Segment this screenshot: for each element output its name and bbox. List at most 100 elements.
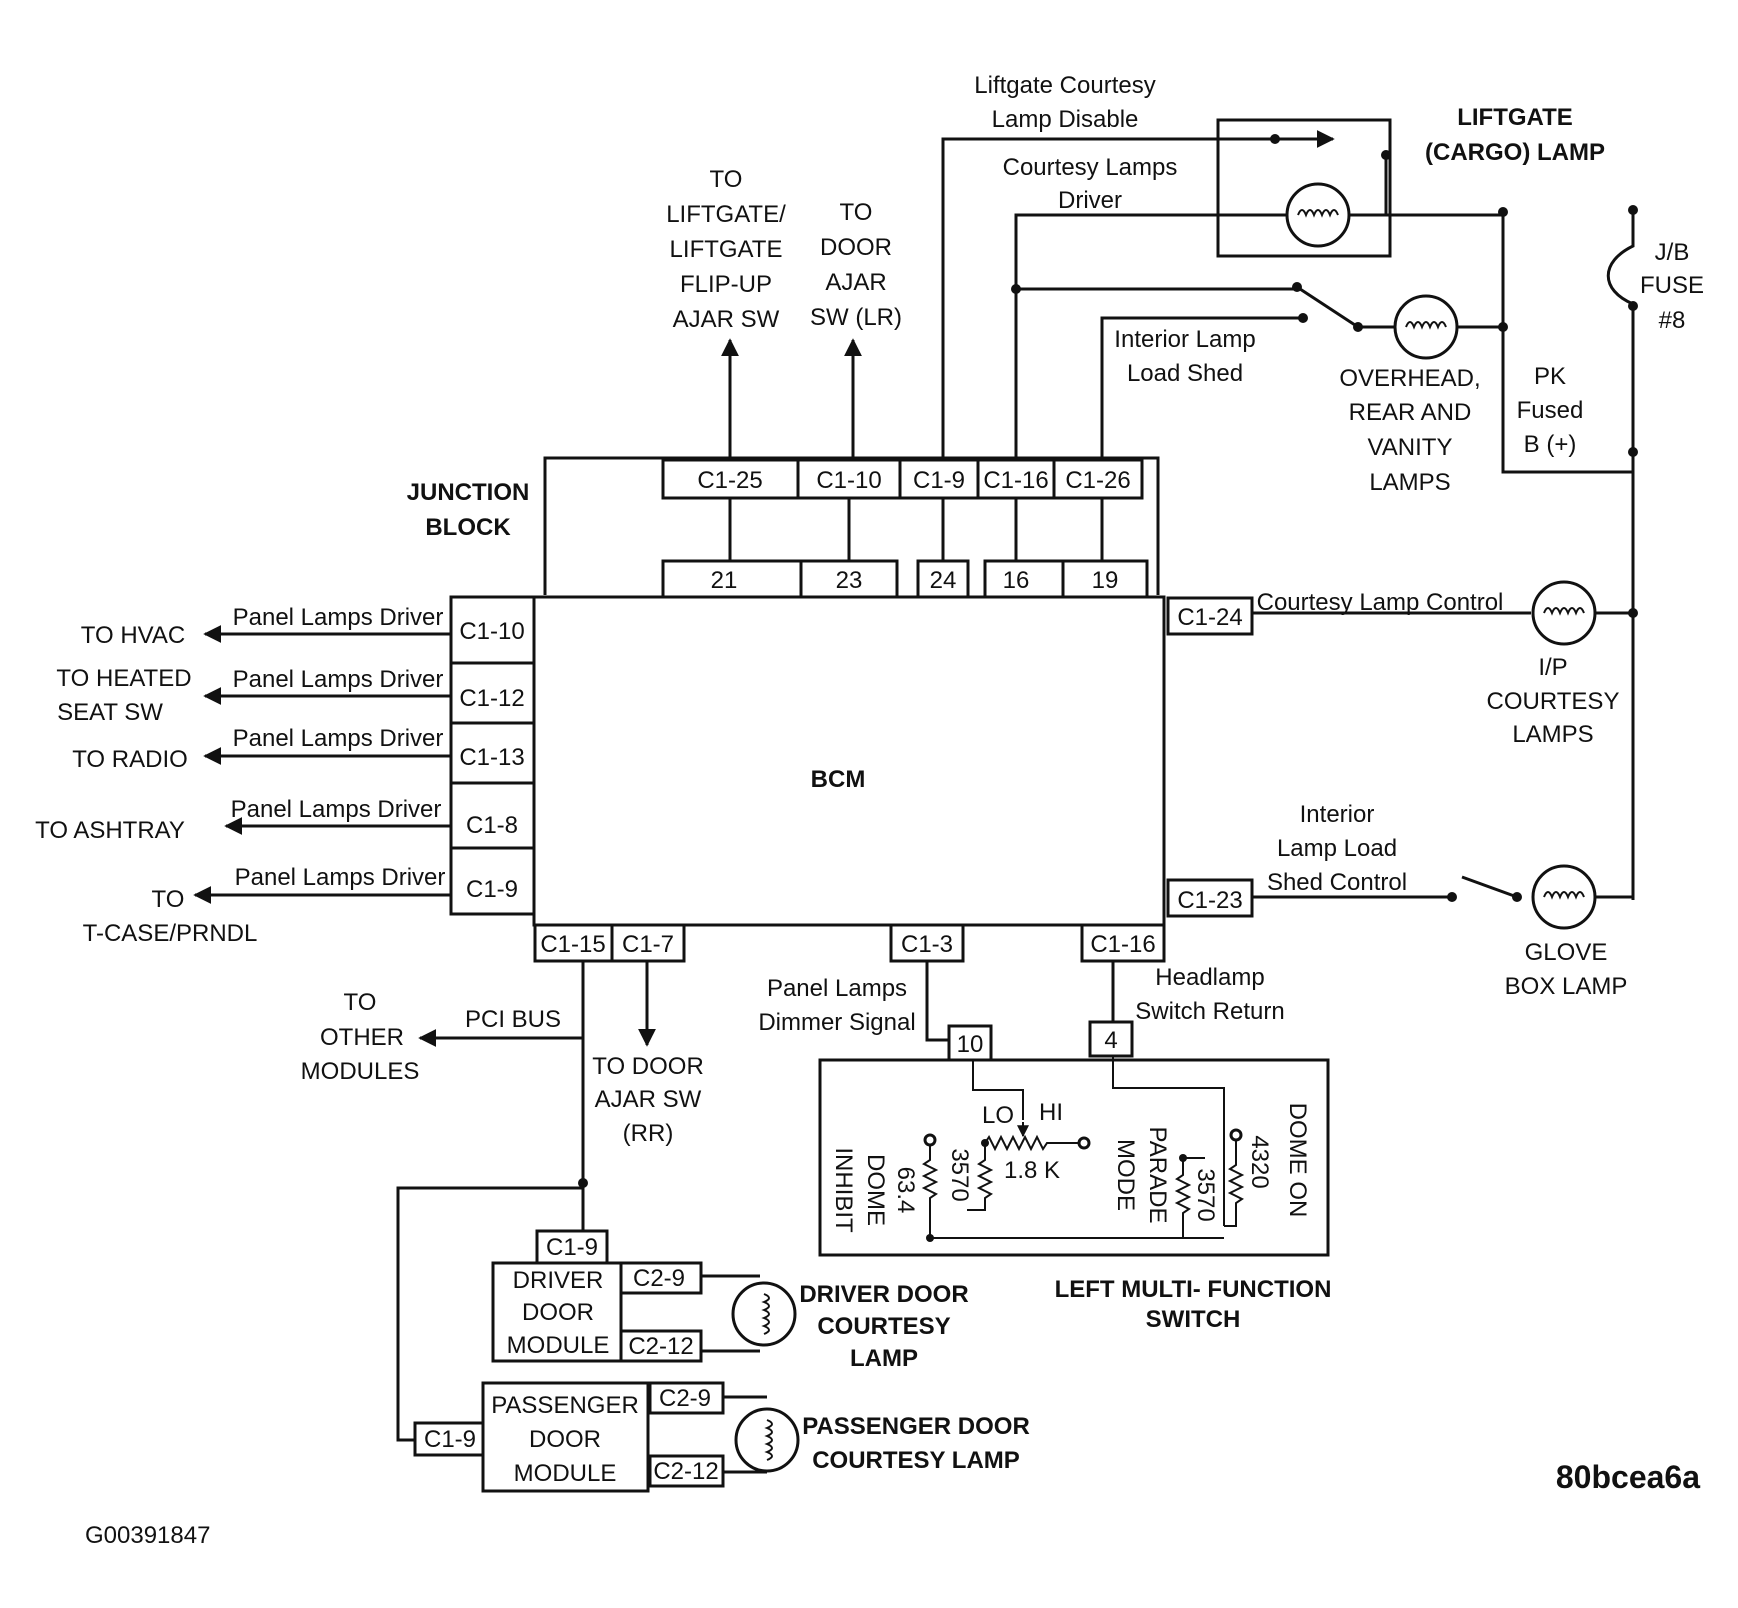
to-liftgate-ajar-label: TO LIFTGATE/ LIFTGATE FLIP-UP AJAR SW (666, 166, 786, 333)
svg-text:LIFTGATE: LIFTGATE (670, 236, 783, 263)
pk-fused-label-3: B (+) (1524, 431, 1577, 458)
passenger-c29-label: C2-9 (659, 1385, 711, 1412)
conn-bottom-label-2: C1-7 (622, 931, 674, 958)
node (1011, 284, 1021, 294)
pin-label-3: 24 (930, 567, 957, 594)
conn-left-label-3: C1-13 (459, 744, 524, 771)
wire-courtesy-driver (1014, 213, 1287, 460)
conn-left-label-5: C1-9 (466, 876, 518, 903)
ip-courtesy-bulb (1531, 580, 1597, 646)
panel-dimmer-label-2: Dimmer Signal (758, 1009, 915, 1036)
lamp-filament-icon (761, 1293, 770, 1335)
resistor-1-8k-label: 1.8 K (1004, 1157, 1060, 1184)
switch-pin-10-label: 10 (957, 1031, 984, 1058)
pin-label-1: 21 (711, 567, 738, 594)
driver-c212 (619, 1329, 703, 1363)
node (1447, 892, 1457, 902)
to-tcase-label: TO (152, 886, 185, 913)
liftgate-lamp-box (1216, 118, 1392, 258)
hi-label: HI (1039, 1099, 1063, 1126)
driver-module-label: DRIVER (513, 1267, 604, 1294)
svg-text:AJAR SW: AJAR SW (673, 306, 780, 333)
to-other-modules-label-3: MODULES (301, 1058, 420, 1085)
node (578, 1178, 588, 1188)
to-heated-seat-label-2: SEAT SW (57, 699, 163, 726)
passenger-module-label-3: MODULE (514, 1460, 617, 1487)
node (1628, 447, 1638, 457)
courtesy-control-label: Courtesy Lamp Control (1257, 589, 1504, 616)
node (926, 1234, 934, 1242)
pin-box-2 (799, 559, 899, 599)
to-door-ajar-rr-label-3: (RR) (623, 1120, 674, 1147)
conn-bottom-label-1: C1-15 (540, 931, 605, 958)
ip-courtesy-label: I/P (1538, 654, 1567, 681)
bcm-top-pins: 21 23 24 16 19 (661, 498, 1149, 599)
conn-left-4 (449, 781, 536, 850)
lamp-filament-icon (1405, 321, 1447, 330)
driver-conn-label: C1-9 (546, 1234, 598, 1261)
pin-box-3 (916, 559, 970, 599)
conn-bottom-label-4: C1-16 (1090, 931, 1155, 958)
shed-control-label-3: Shed Control (1267, 869, 1407, 896)
pin-box-5 (1061, 559, 1149, 599)
ip-courtesy-label-2: COURTESY (1487, 688, 1620, 715)
conn-left-label-2: C1-12 (459, 685, 524, 712)
panel-dimmer-label: Panel Lamps (767, 975, 907, 1002)
conn-bottom-4 (1080, 923, 1166, 963)
resistor-1-8k-icon (984, 1134, 1080, 1152)
resistor-3570b-label: 3570 (1192, 1168, 1219, 1221)
conn-top-label-5: C1-26 (1065, 467, 1130, 494)
conn-left-label-4: C1-8 (466, 812, 518, 839)
wire-passenger-lamp (723, 1395, 767, 1474)
to-door-ajar-lr-label: TO DOOR AJAR SW (LR) (810, 199, 902, 331)
liftgate-disable-label-2: Lamp Disable (992, 106, 1139, 133)
driver-module-label-2: DOOR (522, 1299, 594, 1326)
node (1381, 150, 1391, 160)
shed-control-label-2: Lamp Load (1277, 835, 1397, 862)
multi-function-label-2: SWITCH (1146, 1306, 1241, 1333)
conn-bottom-label-3: C1-3 (901, 931, 953, 958)
node (1270, 134, 1280, 144)
courtesy-driver-label: Courtesy Lamps (1003, 154, 1178, 181)
overhead-label-2: REAR AND (1349, 399, 1472, 426)
passenger-module-label: PASSENGER (491, 1392, 639, 1419)
load-shed-label: Interior Lamp (1114, 326, 1255, 353)
svg-text:AJAR: AJAR (825, 269, 886, 296)
conn-right-1 (1166, 596, 1254, 636)
ip-courtesy-label-3: LAMPS (1512, 721, 1593, 748)
headlamp-return-label-2: Switch Return (1135, 998, 1284, 1025)
wire-liftgate-disable (941, 130, 1335, 460)
wire-pass-module-bus (396, 1186, 583, 1442)
courtesy-driver-label-2: Driver (1058, 187, 1122, 214)
dome-inhibit-terminal (923, 1133, 937, 1147)
resistor-4320-label: 4320 (1246, 1135, 1273, 1188)
liftgate-lamp-label-2: (CARGO) LAMP (1425, 139, 1605, 166)
dome-inhibit-label: DOME (862, 1154, 889, 1226)
conn-top-5 (1052, 458, 1144, 500)
passenger-lamp-label-2: COURTESY LAMP (812, 1447, 1020, 1474)
load-shed-label-2: Load Shed (1127, 360, 1243, 387)
to-hvac-label: TO HVAC (81, 622, 185, 649)
node (1298, 313, 1308, 323)
driver-lamp-label-2: COURTESY (817, 1313, 950, 1340)
reference-code: 80bcea6a (1556, 1459, 1700, 1495)
switch-pin-10 (947, 1024, 993, 1062)
overhead-lamp-bulb (1393, 294, 1459, 360)
document-id: G00391847 (85, 1522, 210, 1549)
left-connectors: C1-10 C1-12 C1-13 C1-8 C1-9 (449, 595, 536, 916)
resistor-3570a-label: 3570 (946, 1148, 973, 1201)
dome-inhibit-label-2: INHIBIT (830, 1147, 857, 1233)
wire-load-shed (1100, 316, 1303, 460)
jb-fuse-label-2: FUSE (1640, 272, 1704, 299)
conn-bottom-1 (533, 923, 614, 963)
fuse-icon (1606, 210, 1635, 900)
conn-top-3 (898, 458, 980, 500)
conn-top-label-4: C1-16 (983, 467, 1048, 494)
pin-label-2: 23 (836, 567, 863, 594)
conn-left-5 (449, 846, 536, 916)
junction-block-label: JUNCTION (407, 479, 530, 506)
glove-switch-blade (1461, 875, 1518, 899)
overhead-label-4: LAMPS (1369, 469, 1450, 496)
pk-fused-label: PK (1534, 363, 1566, 390)
